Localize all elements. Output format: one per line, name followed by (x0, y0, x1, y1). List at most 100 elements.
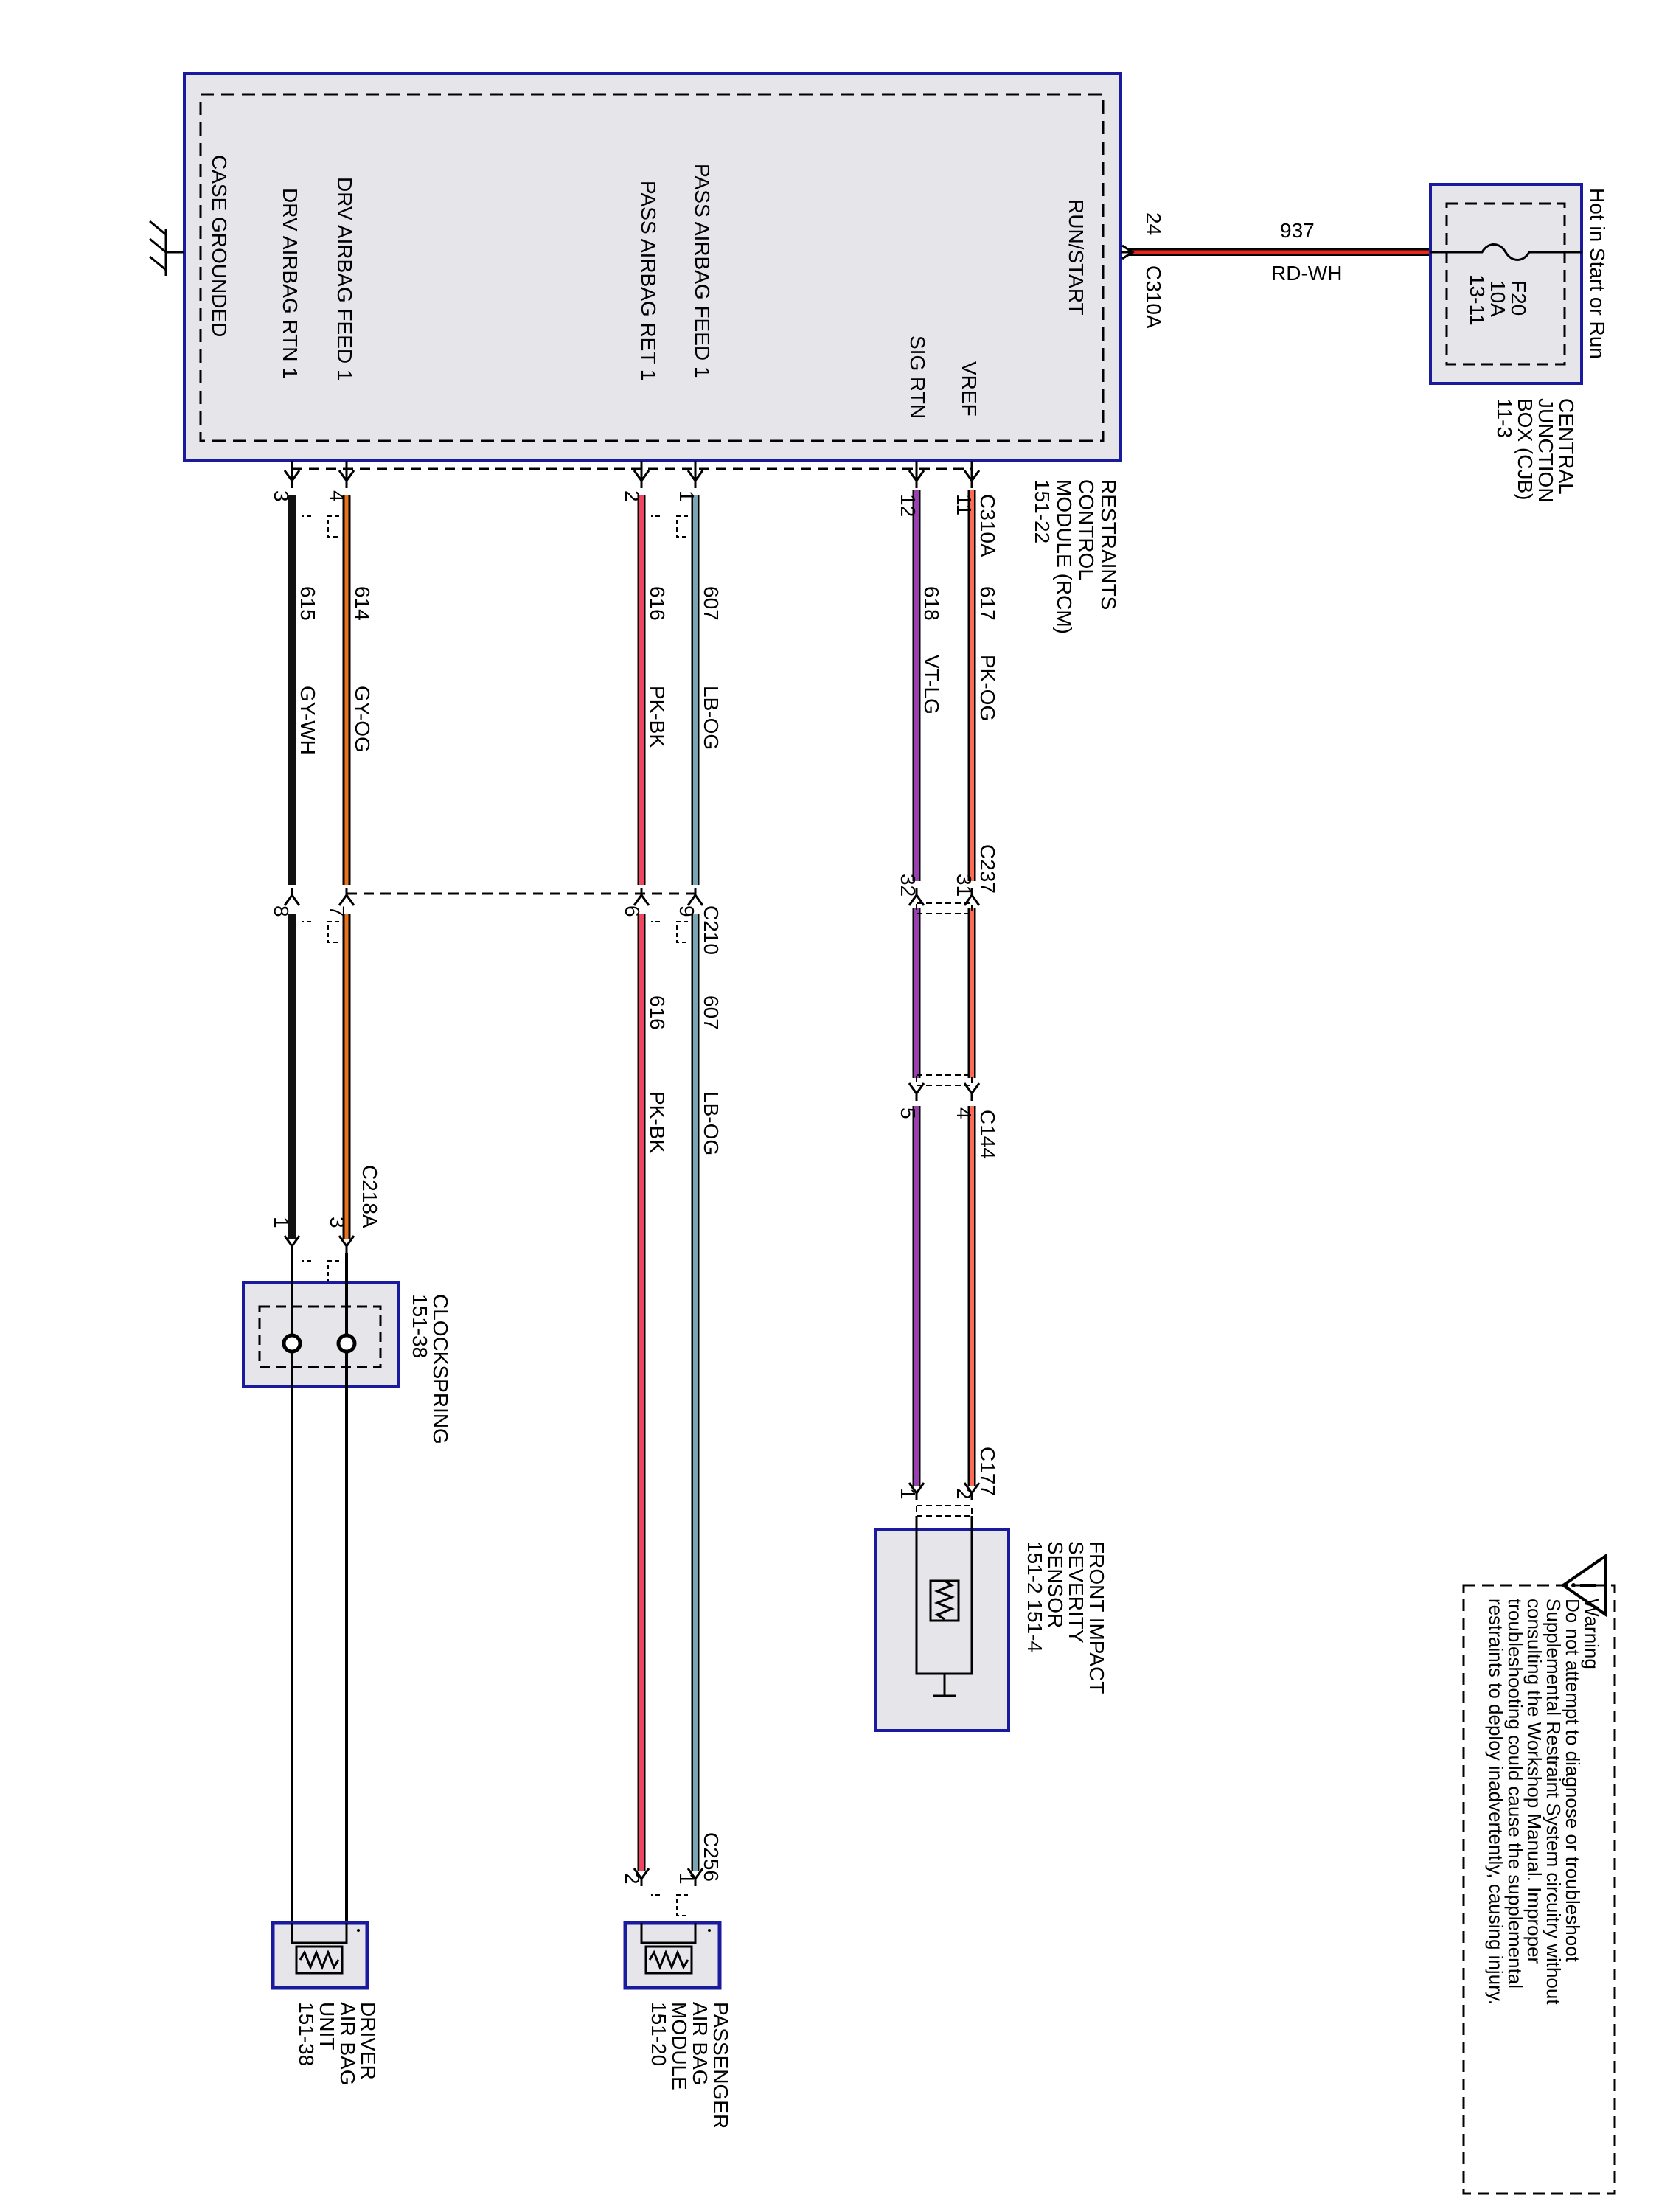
connector-c218a (283, 1234, 355, 1282)
warning-line-3: consulting the Workshop Manual. Improper (1523, 1599, 1545, 1964)
cjb-box (1429, 183, 1583, 385)
cjb-name-line-4: 11-3 (1493, 398, 1516, 438)
c210-pin-9: 9 (675, 905, 698, 917)
c218a-pin-3: 3 (326, 1217, 349, 1228)
cjb-name-line-1: CENTRAL (1555, 398, 1578, 495)
hot-in-start-run-label: Hot in Start or Run (1586, 188, 1609, 359)
warning-box (1462, 1584, 1616, 2195)
wire-607-number-lower: 607 (700, 995, 723, 1030)
rcm-pin-case-grounded: CASE GROUNDED (208, 155, 231, 337)
wire-618-number: 618 (920, 586, 943, 621)
passenger-module-name-line-3: MODULE (668, 2002, 691, 2090)
warning-line-5: restraints to deploy inadvertently, caus… (1485, 1599, 1507, 2005)
wire-615-number: 615 (296, 586, 319, 621)
wire-616-number-lower: 616 (646, 995, 669, 1030)
clockspring-name-line-1: CLOCKSPRING (429, 1294, 452, 1444)
power-feed: 24 C310A 937 RD-WH F20 10A 13-11 Hot in … (1121, 183, 1609, 503)
driver-airbag-unit (271, 1921, 369, 1990)
c310a-pin-2: 2 (621, 490, 644, 502)
circuit-front-sensor: 11 12 C310A C237 31 32 C144 4 5 C177 2 1 (874, 461, 1108, 1732)
wire-618-color: VT-LG (920, 655, 943, 714)
shield-links (292, 467, 972, 895)
clockspring (242, 1253, 400, 1388)
c210-pin-7: 7 (326, 905, 349, 917)
warning-line-1: Do not attempt to diagnose or troublesho… (1562, 1599, 1584, 1963)
cjb-name-line-3: BOX (CJB) (1514, 398, 1537, 500)
connector-c237-label: C237 (976, 844, 999, 894)
connector-c256-label: C256 (700, 1832, 723, 1882)
wire-616-color: PK-BK (646, 686, 669, 748)
front-sensor-name-line-3: SENSOR (1044, 1541, 1067, 1628)
driver-unit-name-line-4: 151-38 (295, 2002, 318, 2066)
power-connector-c310a: C310A (1142, 265, 1165, 329)
c256-pin-1: 1 (675, 1873, 698, 1885)
front-impact-sensor (874, 1516, 1010, 1732)
rcm-pin-drv-rtn: DRV AIRBAG RTN 1 (279, 188, 302, 379)
c310a-pin-4: 4 (326, 490, 349, 502)
passenger-airbag-module (623, 1921, 722, 1990)
c177-pin-2: 2 (953, 1488, 975, 1500)
rcm-name-line-2: CONTROL (1075, 479, 1098, 580)
c210-pin-6: 6 (621, 905, 644, 917)
case-ground-symbol (149, 220, 184, 276)
c256-pin-2: 2 (621, 1873, 644, 1885)
connector-c177-label: C177 (976, 1447, 999, 1496)
driver-unit-name-line-3: UNIT (316, 2002, 338, 2050)
wire-616-number: 616 (646, 586, 669, 621)
front-sensor-name-line-4: 151-2 151-4 (1023, 1541, 1046, 1652)
c218a-pin-1: 1 (270, 1217, 293, 1228)
wire-937-color: RD-WH (1271, 262, 1342, 285)
driver-unit-name-line-1: DRIVER (357, 2002, 380, 2080)
rcm-module-box (183, 72, 1122, 462)
rcm-name-line-4: 151-22 (1031, 479, 1054, 543)
passenger-module-name-line-4: 151-20 (647, 2002, 670, 2066)
fuse-f20-icon (1430, 243, 1582, 261)
warning-line-2: Supplemental Restraint System circuitry … (1543, 1599, 1565, 2005)
power-pin-24: 24 (1142, 212, 1165, 235)
c237-pin-31: 31 (953, 874, 975, 897)
cjb-name-line-2: JUNCTION (1534, 398, 1557, 503)
wire-615-color: GY-WH (296, 686, 319, 755)
wire-607-color-lower: LB-OG (700, 1091, 723, 1155)
circuit-driver-airbag: 4 3 7 8 614 GY-OG 615 GY-WH C218A 3 1 (242, 461, 452, 2086)
wire-616-color-lower: PK-BK (646, 1091, 669, 1153)
c310a-pin-3: 3 (270, 490, 293, 502)
warning-panel: Warning Do not attempt to diagnose or tr… (1462, 1553, 1616, 2195)
fuse-id: F20 (1507, 280, 1530, 316)
cjb-inner (1445, 202, 1566, 366)
rcm-pin-vref: VREF (958, 361, 981, 417)
connector-c218a-label: C218A (358, 1165, 381, 1228)
fuse-location: 13-11 (1466, 274, 1489, 326)
warning-line-4: troubleshooting could cause the suppleme… (1504, 1599, 1526, 1989)
driver-unit-name-line-2: AIR BAG (336, 2002, 359, 2086)
connector-c256 (633, 1867, 704, 1916)
rcm-pin-pass-ret: PASS AIRBAG RET 1 (637, 181, 660, 380)
rcm-pin-pass-feed: PASS AIRBAG FEED 1 (691, 164, 714, 378)
wire-614-color: GY-OG (351, 686, 374, 753)
passenger-module-name-line-1: PASSENGER (709, 2002, 732, 2129)
c310a-pin-11: 11 (953, 494, 975, 515)
c144-pin-5: 5 (897, 1107, 919, 1119)
connector-c210-driver (283, 886, 355, 943)
connector-c144 (908, 1074, 981, 1102)
rcm-module-inner (199, 93, 1105, 442)
c310a-pin-1: 1 (675, 490, 698, 502)
wire-614-number: 614 (351, 586, 374, 621)
rcm-module: RUN/START VREF SIG RTN PASS AIRBAG FEED … (149, 72, 1122, 634)
wire-607-number: 607 (700, 586, 723, 621)
connector-c310a-power-fork (1121, 244, 1135, 260)
c144-pin-4: 4 (953, 1107, 975, 1119)
clockspring-name-line-2: 151-38 (408, 1294, 431, 1358)
front-sensor-name-line-1: FRONT IMPACT (1085, 1541, 1108, 1694)
connector-c177 (908, 1481, 981, 1517)
c210-pin-8: 8 (270, 905, 293, 917)
warning-title: Warning (1581, 1599, 1603, 1669)
c177-pin-1: 1 (897, 1488, 919, 1500)
connector-c210-label: C210 (700, 905, 723, 955)
connector-c310a-label: C310A (976, 494, 999, 557)
wire-607-color: LB-OG (700, 686, 723, 750)
wire-617-number: 617 (976, 586, 999, 621)
front-sensor-name-line-2: SEVERITY (1065, 1541, 1088, 1644)
wire-937-number: 937 (1280, 219, 1315, 242)
